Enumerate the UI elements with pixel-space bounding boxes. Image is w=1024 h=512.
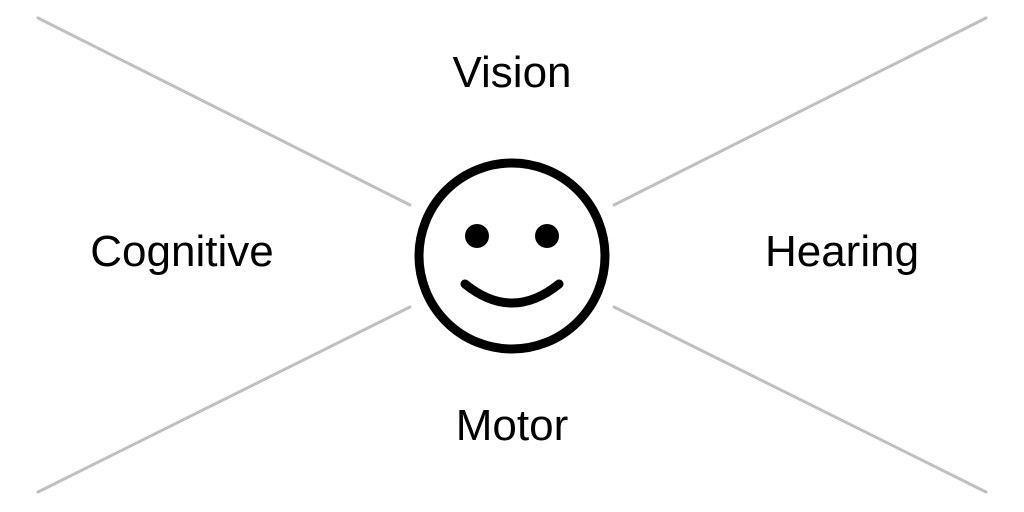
left-eye: [465, 224, 489, 248]
category-label-vision: Vision: [452, 48, 572, 97]
category-label-cognitive: Cognitive: [90, 227, 274, 276]
divider-line-bottom-right: [612, 305, 988, 494]
divider-line-bottom-left: [36, 305, 412, 494]
smile: [460, 279, 564, 308]
divider-line-top-right: [612, 16, 988, 207]
smiley-face-icon: [414, 158, 610, 354]
category-label-hearing: Hearing: [764, 227, 920, 276]
divider-line-top-left: [36, 16, 412, 207]
right-eye: [535, 224, 559, 248]
category-label-motor: Motor: [455, 401, 569, 450]
